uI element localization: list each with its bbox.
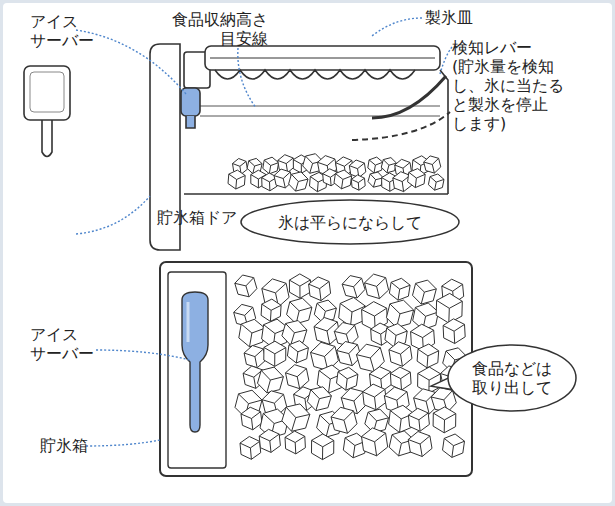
ice-tray-cups — [215, 70, 415, 79]
ice-bin-top-view — [160, 262, 472, 476]
ice-cube — [381, 158, 396, 173]
ice-cube — [389, 342, 412, 367]
ice-cube — [235, 275, 257, 297]
ice-cube — [390, 367, 411, 390]
ice-cube — [287, 298, 312, 324]
ice-cube — [418, 367, 441, 393]
ice-server-inner — [30, 72, 64, 112]
ice-cube — [263, 157, 279, 174]
ice-server-small-handle — [186, 116, 195, 128]
bin-bottom — [184, 193, 448, 195]
ice-cube — [428, 174, 444, 190]
ice-cube — [362, 428, 388, 456]
ice-cube — [285, 431, 305, 454]
bubble-ellipse — [448, 345, 576, 411]
ice-cube — [351, 175, 365, 190]
leader-line — [372, 18, 422, 36]
part-label: 検知レバー (貯氷量を検知 し、氷に当たる と製氷を停止 します) — [452, 38, 583, 133]
ice-cube — [264, 341, 286, 366]
ice-cube — [239, 319, 265, 347]
card-background — [3, 3, 612, 503]
ice-server-blue — [182, 292, 208, 432]
note-ellipse: 氷は平らにならして — [240, 199, 460, 245]
ice-cube — [433, 407, 456, 433]
ice-server-highlight — [187, 302, 190, 342]
part-label: 製氷皿 — [425, 8, 473, 27]
note-ellipse-outline — [241, 200, 459, 244]
leader-line — [76, 196, 150, 234]
ice-server-compartment — [168, 272, 226, 468]
part-label: 貯氷箱 — [40, 436, 88, 455]
ice-cube — [287, 341, 308, 363]
ice-cube — [282, 404, 310, 431]
ice-cube — [289, 172, 308, 191]
ice-cube — [417, 344, 439, 368]
ice-cube — [282, 321, 307, 346]
ice-cube — [386, 300, 413, 327]
ice-cube — [365, 274, 389, 299]
ice-cube — [259, 429, 280, 452]
ice-server-handle — [42, 118, 52, 157]
ice-cube — [289, 274, 310, 298]
detection-lever — [372, 76, 446, 118]
ice-cube — [443, 434, 465, 457]
ice-bin-outline — [160, 262, 472, 476]
ice-cubes — [228, 154, 444, 192]
note-text: 氷は平らにならして — [278, 213, 422, 232]
ice-cube — [363, 384, 387, 410]
ice-cube — [337, 367, 358, 390]
ice-cube — [286, 365, 309, 389]
ice-cube — [309, 277, 331, 301]
storage-height-line — [200, 106, 440, 107]
ice-cube — [331, 407, 357, 433]
speech-bubble: 食品などは 取り出して — [447, 344, 577, 412]
bin-rear-wall — [440, 70, 448, 194]
ice-cube — [368, 172, 383, 187]
ice-cube — [241, 407, 262, 430]
ice-cube — [443, 319, 465, 344]
ice-cubes — [234, 274, 467, 460]
ice-server-small — [181, 88, 200, 116]
ice-cube — [228, 170, 245, 189]
part-label: 貯氷箱ドア — [157, 208, 237, 227]
leader-line — [440, 47, 452, 74]
ice-cube — [334, 170, 352, 189]
ice-cube — [368, 157, 383, 173]
ice-cube — [261, 299, 281, 321]
leader-line — [86, 440, 160, 446]
ice-cube — [258, 367, 284, 393]
ice-cube — [342, 276, 365, 298]
ice-cube — [424, 156, 441, 173]
note-text: 食品などは 取り出して — [467, 359, 557, 397]
leader-line — [238, 48, 256, 108]
ice-cube — [436, 293, 462, 323]
ice-cube — [312, 434, 334, 460]
ice-cube — [307, 387, 331, 411]
ice-tray-rim — [210, 58, 435, 59]
ice-tray-housing — [205, 46, 440, 70]
ice-cube — [408, 432, 432, 457]
leader-line — [96, 350, 190, 360]
ice-cube — [408, 408, 429, 431]
ice-cube — [408, 169, 426, 188]
ice-cube — [389, 278, 410, 300]
detection-lever-lowered — [352, 112, 450, 140]
part-label: 食品収納高さ 目安線 — [162, 10, 268, 48]
ice-cube — [240, 437, 261, 460]
ice-server-scoop — [24, 66, 70, 120]
ice-cube — [244, 346, 266, 368]
part-label: アイス サーバー — [30, 12, 104, 50]
ice-maker-side-view — [150, 44, 450, 250]
ice-cube — [413, 280, 437, 304]
part-label: アイス サーバー — [30, 325, 104, 363]
ice-server-icon — [24, 66, 70, 157]
storage-height-line — [200, 116, 440, 117]
